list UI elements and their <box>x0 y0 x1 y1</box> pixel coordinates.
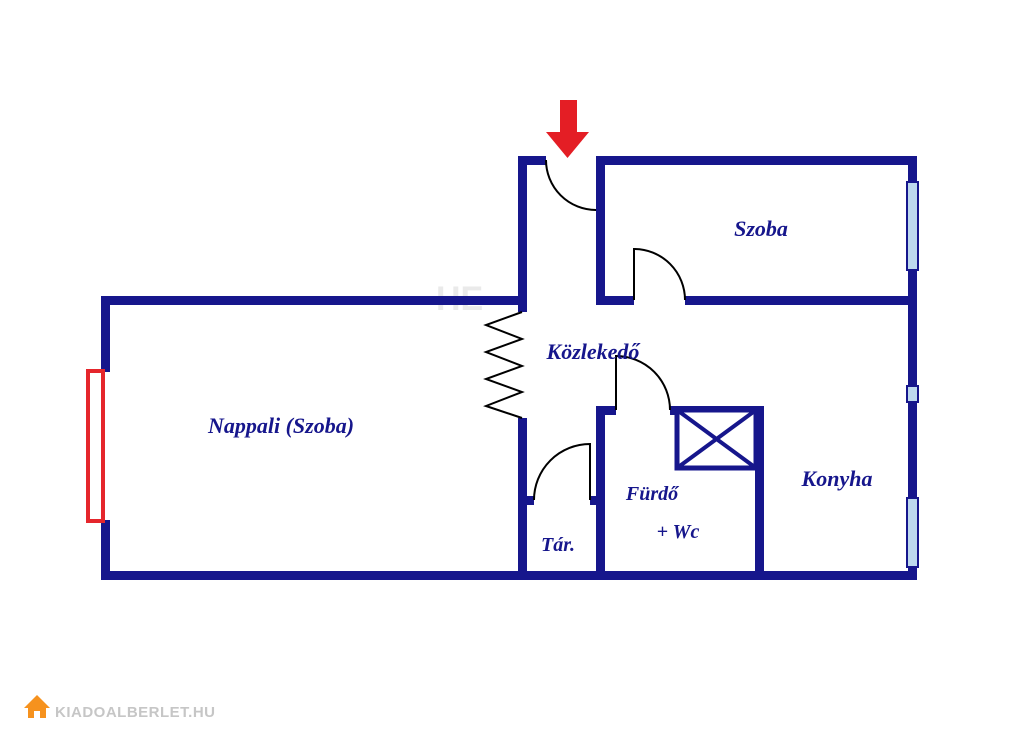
site-logo: KIADOALBERLET.HU <box>24 695 216 721</box>
window-szoba <box>906 181 919 271</box>
room-label-tar: Tár. <box>541 534 575 556</box>
house-roof <box>24 695 50 708</box>
entrance-arrow-icon <box>546 100 589 158</box>
window-nappali-red <box>86 369 105 523</box>
room-label-nappali: Nappali (Szoba) <box>207 413 354 438</box>
house-door <box>34 711 40 718</box>
arrow-shaft <box>560 100 577 133</box>
window-small-right <box>906 385 919 403</box>
tar-door-arc <box>533 442 591 501</box>
szoba-door-arc <box>633 247 686 301</box>
shaft-x-icon <box>675 408 758 470</box>
house-icon <box>24 695 50 718</box>
room-label-furdo: Fürdő <box>625 483 680 505</box>
window-konyha <box>906 497 919 568</box>
room-label-kozlekedo: Közlekedő <box>546 339 642 364</box>
furdo-door-arc <box>615 354 671 411</box>
entrance-door-arc <box>545 159 597 211</box>
arrow-head <box>546 132 589 158</box>
room-label-konyha: Konyha <box>801 466 873 491</box>
shaft-box <box>674 407 759 471</box>
logo-text: KIADOALBERLET.HU <box>55 704 216 721</box>
room-label-furdo-wc: + Wc <box>657 521 700 543</box>
accordion-door <box>483 311 525 419</box>
room-label-szoba: Szoba <box>734 216 788 241</box>
walls <box>101 156 917 580</box>
